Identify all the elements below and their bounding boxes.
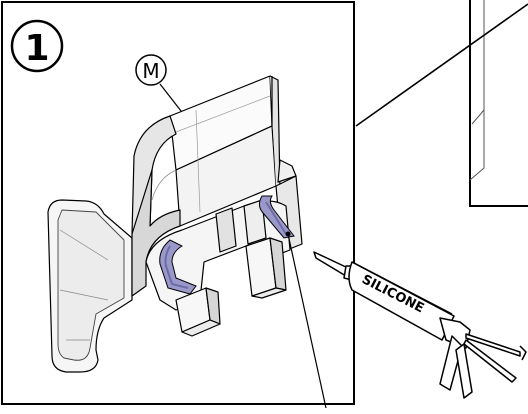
mounting-bracket [47, 75, 303, 373]
silicone-caulk-gun: SILICONE [313, 251, 527, 399]
step-badge: 1 [10, 19, 64, 73]
caulk-tube [348, 261, 455, 341]
detail-wall-fragment [469, 0, 485, 181]
detail-frame-right [469, 0, 528, 207]
detail-connector-line [355, 3, 528, 127]
silicone-bead-left [159, 239, 197, 295]
part-label: M [142, 59, 159, 83]
step-number: 1 [24, 28, 49, 69]
silicone-leader [287, 233, 327, 409]
caulk-plunger-rod [465, 333, 521, 357]
silicone-bead-right [258, 195, 295, 239]
